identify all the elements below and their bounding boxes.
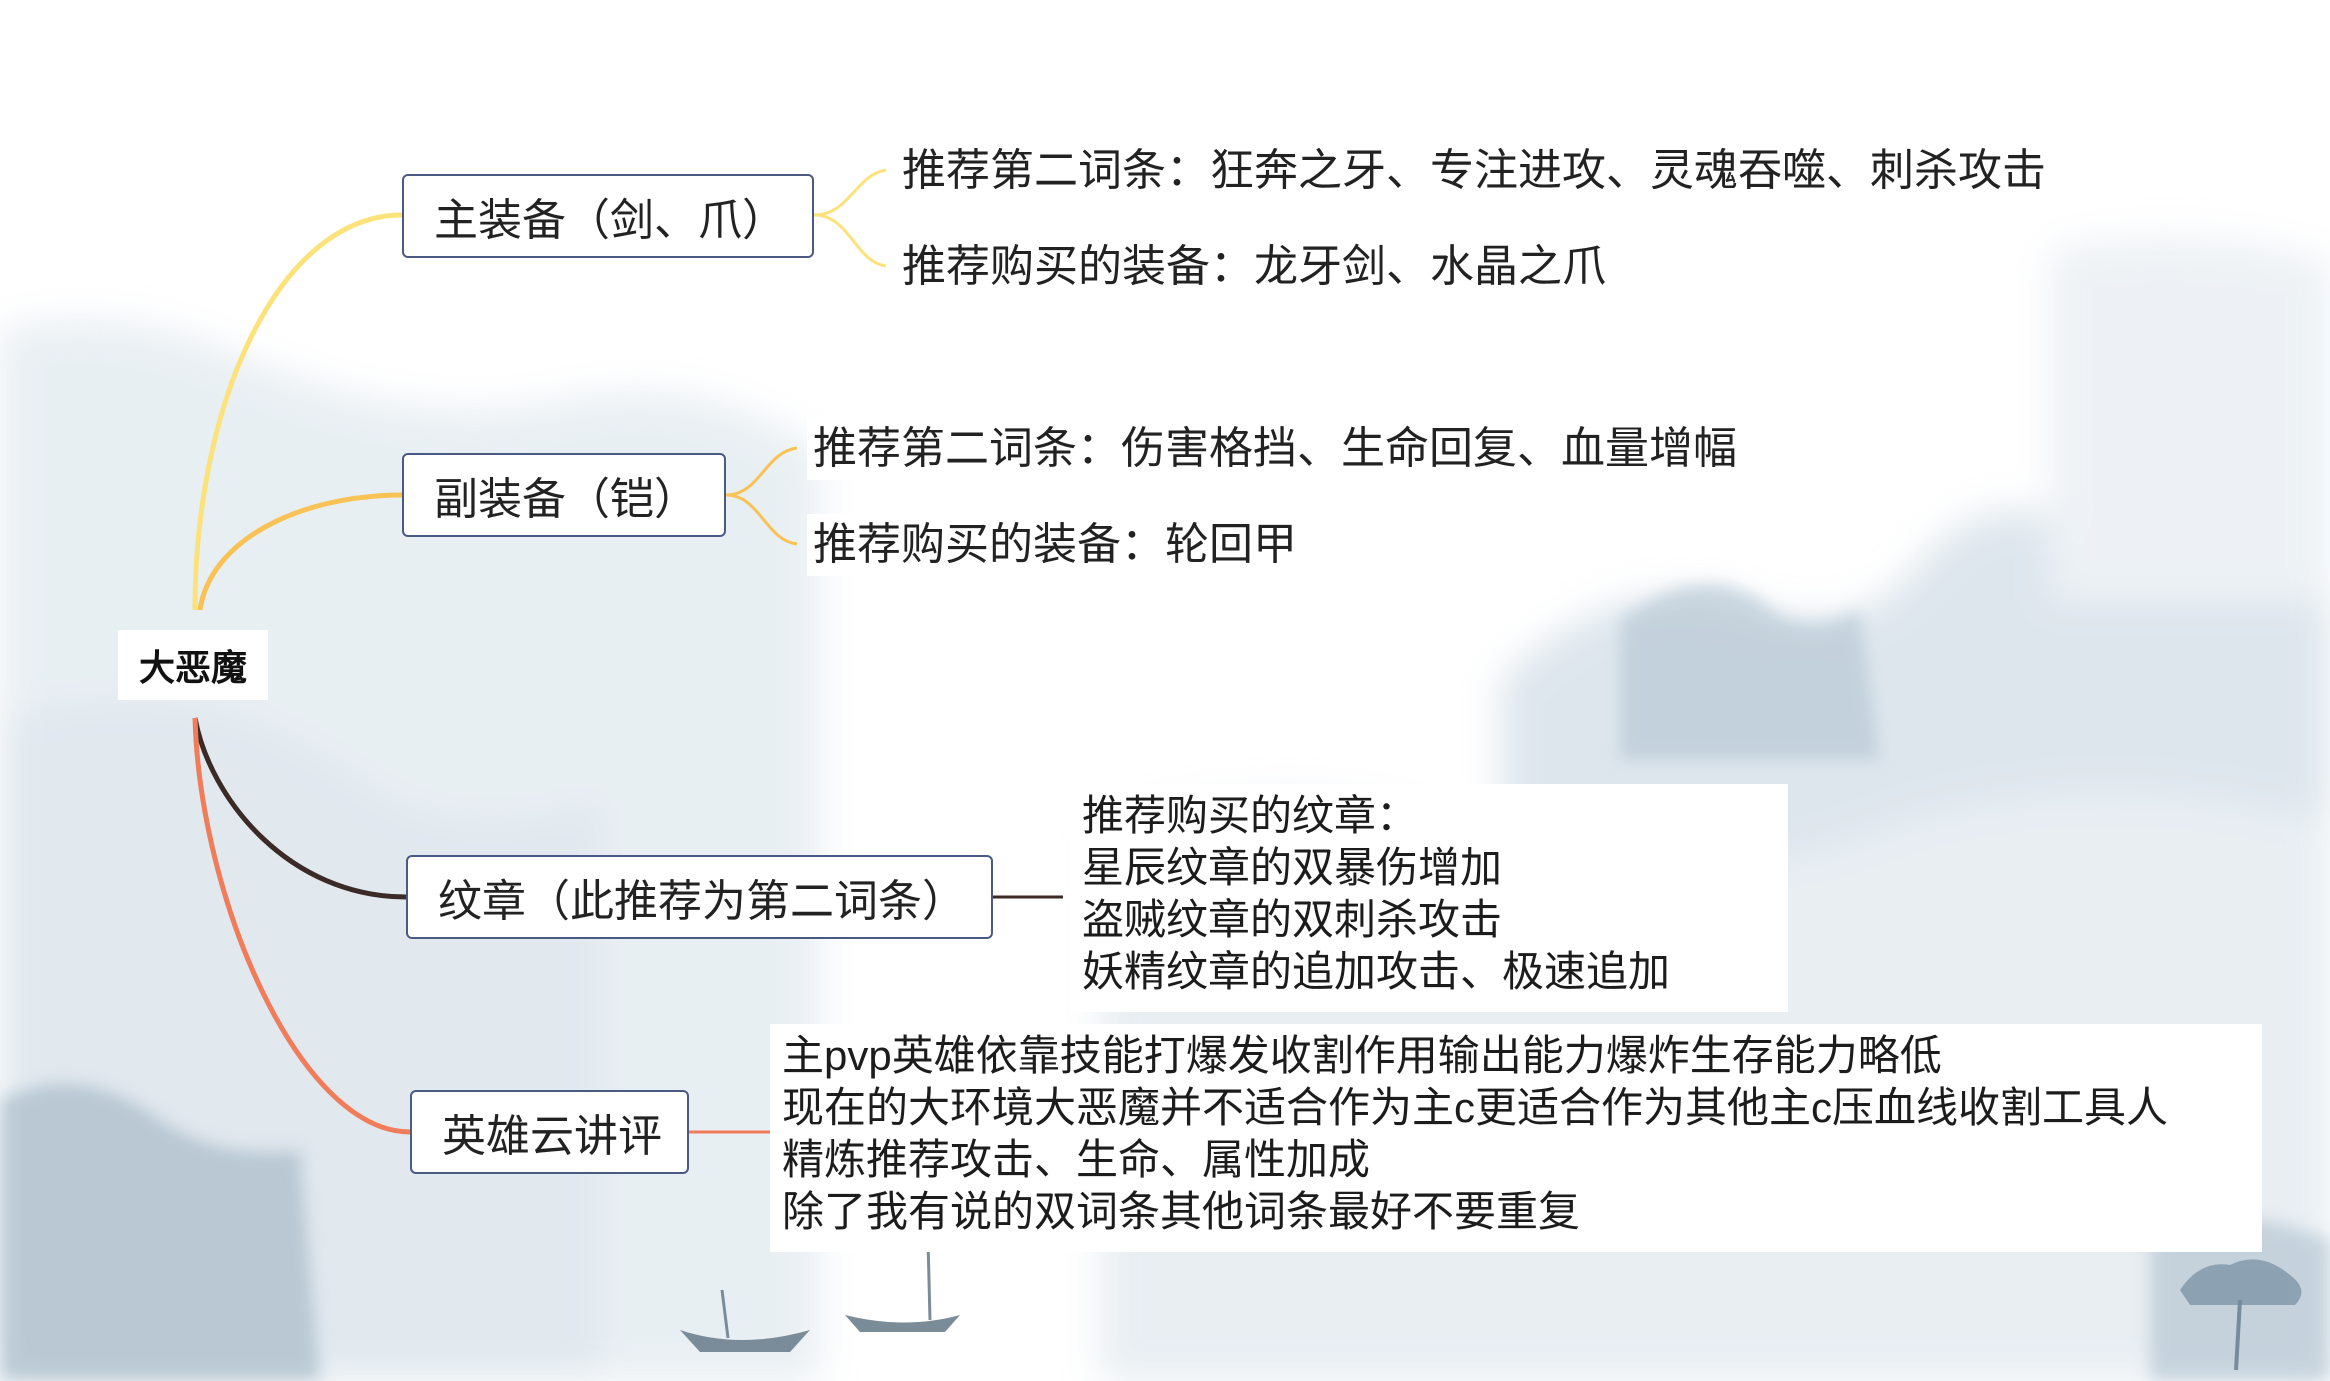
review-note-line: 主pvp英雄依靠技能打爆发收割作用输出能力爆炸生存能力略低 [782,1032,1942,1079]
branch-main-equipment[interactable]: 主装备（剑、爪） [402,174,814,258]
emblem-note-line: 盗贼纹章的双刺杀攻击 [1082,896,1503,943]
main-equipment-item-1: 推荐第二词条：狂奔之牙、专注进攻、灵魂吞噬、刺杀攻击 [896,140,2052,202]
review-notes: 主pvp英雄依靠技能打爆发收割作用输出能力爆炸生存能力略低 现在的大环境大恶魔并… [770,1024,2262,1252]
connector-root-to-review [192,717,411,1135]
branch-review-label: 英雄云讲评 [442,1112,662,1161]
review-note-line: 现在的大环境大恶魔并不适合作为主c更适合作为其他主c压血线收割工具人 [782,1084,2169,1131]
connector-root-to-sub-equipment [197,492,403,611]
emblem-notes: 推荐购买的纹章： 星辰纹章的双暴伤增加 盗贼纹章的双刺杀攻击 妖精纹章的追加攻击… [1070,784,1788,1012]
branch-emblem[interactable]: 纹章（此推荐为第二词条） [406,855,993,939]
branch-emblem-label: 纹章（此推荐为第二词条） [438,877,966,926]
branch-review[interactable]: 英雄云讲评 [410,1090,689,1174]
branch-sub-equipment-label: 副装备（铠） [434,475,698,524]
review-note-line: 精炼推荐攻击、生命、属性加成 [782,1136,1371,1183]
connector-root-to-emblem [192,717,407,900]
review-note-line: 除了我有说的双词条其他词条最好不要重复 [782,1188,1581,1235]
sub-equipment-item-2: 推荐购买的装备：轮回甲 [807,514,1303,576]
branch-sub-equipment[interactable]: 副装备（铠） [402,453,726,537]
sub-equipment-item-1: 推荐第二词条：伤害格挡、生命回复、血量增幅 [807,418,1743,480]
root-label: 大恶魔 [138,647,247,688]
root-node[interactable]: 大恶魔 [118,630,268,700]
emblem-note-line: 妖精纹章的追加攻击、极速追加 [1082,948,1671,995]
main-equipment-item-2: 推荐购买的装备：龙牙剑、水晶之爪 [896,236,1612,298]
connector-root-to-main-equipment [192,212,403,611]
connector-main-equipment-leaves [813,168,887,268]
branch-main-equipment-label: 主装备（剑、爪） [434,196,786,245]
connector-sub-equipment-leaves [725,446,798,546]
emblem-note-line: 星辰纹章的双暴伤增加 [1082,844,1503,891]
emblem-note-line: 推荐购买的纹章： [1082,792,1419,839]
